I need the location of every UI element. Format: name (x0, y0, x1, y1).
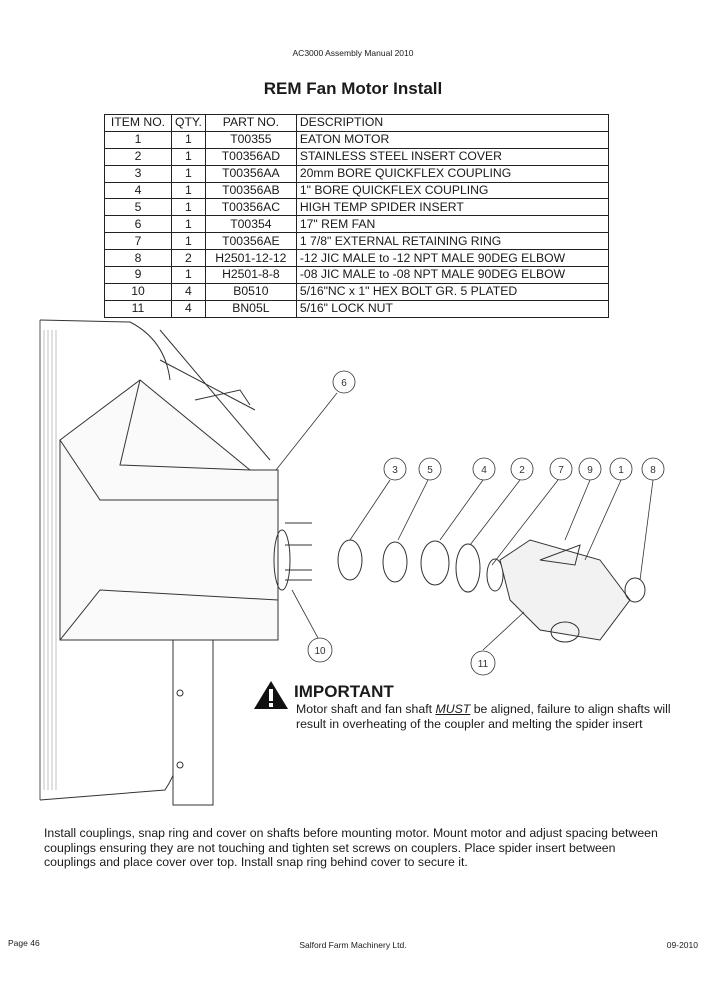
callout-10: 10 (314, 646, 326, 657)
cell-qty: 1 (171, 215, 206, 234)
important-text-start: Motor shaft and fan shaft (296, 702, 436, 716)
cell-item-no: 2 (104, 147, 172, 166)
cell-item-no: 5 (104, 198, 172, 217)
callout-3: 3 (392, 465, 398, 476)
cell-qty: 4 (171, 299, 206, 318)
header-description: DESCRIPTION (295, 114, 609, 132)
callout-1-circle (609, 457, 633, 481)
cell-part-no: T00356AB (204, 181, 297, 200)
callout-5-circle (418, 457, 442, 481)
callout-9-circle (578, 457, 602, 481)
callout-5: 5 (427, 465, 433, 476)
cell-part-no: T00356AD (204, 147, 297, 166)
cell-description: 5/16"NC x 1" HEX BOLT GR. 5 PLATED (295, 282, 609, 301)
cell-part-no: T00356AA (204, 164, 297, 183)
manual-header: AC3000 Assembly Manual 2010 (292, 48, 414, 58)
callout-2: 2 (519, 465, 525, 476)
cell-description: 20mm BORE QUICKFLEX COUPLING (295, 164, 609, 183)
callout-8: 8 (650, 465, 656, 476)
cell-description: 5/16" LOCK NUT (295, 299, 609, 318)
cell-part-no: T00355 (204, 130, 297, 149)
callout-9: 9 (587, 465, 593, 476)
company-name: Salford Farm Machinery Ltd. (299, 940, 407, 950)
important-notice: Motor shaft and fan shaft MUST be aligne… (296, 702, 686, 731)
callout-7-circle (549, 457, 573, 481)
cell-description: STAINLESS STEEL INSERT COVER (295, 147, 609, 166)
cell-qty: 1 (171, 198, 206, 217)
callout-1: 1 (618, 465, 624, 476)
important-heading: IMPORTANT (294, 682, 394, 701)
fan-motor-assembly-illustration: 6 3 5 4 2 7 9 1 8 10 11 (39, 319, 665, 806)
cell-item-no: 4 (104, 181, 172, 200)
callout-8-circle (641, 457, 665, 481)
cell-description: 1" BORE QUICKFLEX COUPLING (295, 181, 609, 200)
cell-qty: 1 (171, 130, 206, 149)
important-emphasis: MUST (435, 702, 471, 716)
cell-part-no: T00356AE (204, 232, 297, 251)
cell-item-no: 10 (104, 282, 172, 301)
cell-part-no: B0510 (204, 282, 297, 301)
cell-item-no: 6 (104, 215, 172, 234)
callout-4-circle (472, 457, 496, 481)
cell-description: 17" REM FAN (295, 215, 609, 234)
cell-description: -08 JIC MALE to -08 NPT MALE 90DEG ELBOW (295, 266, 609, 284)
cell-qty: 2 (171, 249, 206, 268)
cell-item-no: 3 (104, 164, 172, 183)
table-header-row: ITEM NO. QTY. PART NO. DESCRIPTION (104, 114, 609, 132)
cell-description: 1 7/8" EXTERNAL RETAINING RING (295, 232, 609, 251)
cell-qty: 4 (171, 282, 206, 301)
cell-description: HIGH TEMP SPIDER INSERT (295, 198, 609, 217)
cell-item-no: 8 (104, 249, 172, 268)
instructions-paragraph: Install couplings, snap ring and cover o… (44, 826, 658, 869)
revision-date: 09-2010 (666, 940, 698, 950)
cell-qty: 1 (171, 266, 206, 284)
callout-11: 11 (478, 659, 489, 670)
cell-item-no: 9 (104, 266, 172, 284)
page-number: Page 46 (8, 938, 40, 948)
callout-11-circle (470, 650, 496, 676)
header-part-no: PART NO. (204, 114, 297, 132)
cell-qty: 1 (171, 232, 206, 251)
callout-2-circle (510, 457, 534, 481)
callout-10-circle (307, 637, 333, 663)
cell-description: -12 JIC MALE to -12 NPT MALE 90DEG ELBOW (295, 249, 609, 268)
cell-item-no: 11 (104, 299, 172, 318)
cell-qty: 1 (171, 181, 206, 200)
cell-item-no: 7 (104, 232, 172, 251)
callout-7: 7 (558, 465, 564, 476)
important-text-end: be aligned, failure to align shafts will… (296, 702, 671, 731)
callout-6: 6 (341, 378, 347, 389)
cell-part-no: T00354 (204, 215, 297, 234)
callout-4: 4 (481, 465, 487, 476)
cell-part-no: H2501-12-12 (204, 249, 297, 268)
header-qty: QTY. (171, 114, 206, 132)
page-title: REM Fan Motor Install (263, 79, 443, 98)
cell-part-no: T00356AC (204, 198, 297, 217)
warning-triangle-icon (254, 681, 288, 709)
cell-part-no: H2501-8-8 (204, 266, 297, 284)
header-item-no: ITEM NO. (104, 114, 172, 132)
callout-6-circle (332, 370, 356, 394)
cell-part-no: BN05L (204, 299, 297, 318)
cell-qty: 1 (171, 147, 206, 166)
cell-qty: 1 (171, 164, 206, 183)
cell-item-no: 1 (104, 130, 172, 149)
cell-description: EATON MOTOR (295, 130, 609, 149)
callout-3-circle (383, 457, 407, 481)
